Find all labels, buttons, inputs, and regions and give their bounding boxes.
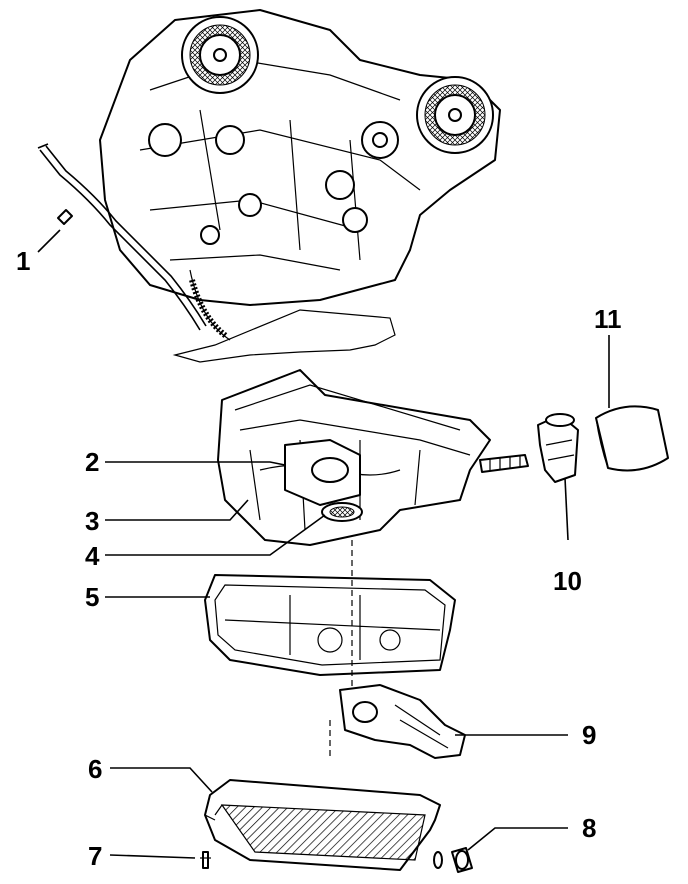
callout-1: 1 — [16, 246, 30, 276]
upper-oil-pan — [217, 369, 529, 546]
callout-9: 9 — [582, 720, 596, 750]
callout-2: 2 — [85, 447, 99, 477]
callout-3: 3 — [85, 506, 99, 536]
callout-10: 10 — [553, 566, 582, 596]
right-cam-sprocket — [416, 76, 494, 154]
block-gasket-outline — [172, 309, 396, 363]
dipstick-plug — [57, 209, 73, 225]
dipstick — [37, 143, 207, 331]
callout-5: 5 — [85, 582, 99, 612]
pan-bolt — [200, 851, 211, 869]
drain-plug — [433, 847, 473, 873]
engine-block — [99, 9, 501, 341]
callout-7: 7 — [88, 841, 102, 871]
alignment-axis — [329, 540, 353, 760]
leader-lines — [37, 229, 610, 859]
pan-gasket — [204, 574, 456, 676]
oil-pump — [284, 439, 361, 506]
callout-4: 4 — [85, 541, 100, 571]
lower-oil-pan — [204, 779, 441, 871]
callout-6: 6 — [88, 754, 102, 784]
callout-11: 11 — [594, 304, 622, 334]
scavenge-pump — [339, 684, 466, 759]
callout-8: 8 — [582, 813, 596, 843]
oil-pickup — [321, 502, 363, 522]
oil-filter — [595, 405, 669, 472]
left-cam-sprocket — [181, 16, 259, 94]
oil-filter-flange — [537, 413, 579, 483]
